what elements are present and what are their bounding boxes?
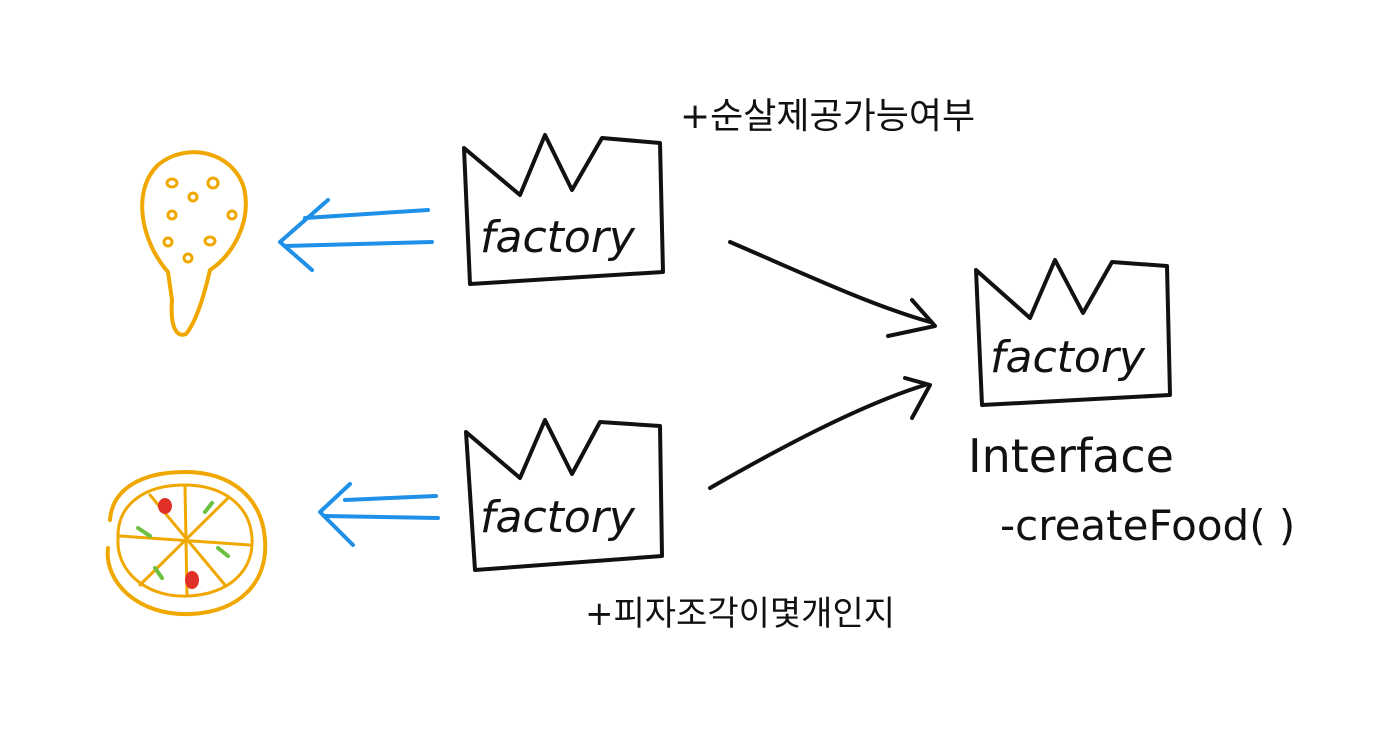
chicken-spot [203,235,217,247]
chicken-spot [226,209,238,221]
factory-icon [462,133,665,286]
pizza-topping-green [136,526,152,538]
pizza-topping-red [185,571,199,589]
factory-label: factory [990,332,1146,383]
pizza-icon [105,470,268,617]
factory-top: factory [462,133,665,286]
arrow-shaft [303,208,430,220]
factory-bottom: factory [464,418,664,572]
chicken-outline [140,150,248,337]
arrow-top-to-interface [728,240,937,338]
pizza-topping-green [203,501,214,514]
chicken-spot [165,177,179,189]
arrow-top-to-chicken [278,198,434,272]
arrow-bottom-to-pizza [318,482,440,547]
pizza-crust-inner [116,483,254,598]
pizza-cut [118,534,252,547]
pizza-topping-green [216,546,230,558]
factory-label: factory [480,212,636,263]
arrow-bottom-to-interface [708,376,932,490]
chicken-spot [166,209,178,221]
arrow-head [886,298,937,338]
factory-interface: factory [974,258,1172,407]
arrow-shaft [708,383,927,490]
factory-icon [974,258,1172,407]
chicken-spot [182,252,194,264]
factory-label: factory [480,492,636,543]
pizza-topping-red [158,498,172,514]
arrow-shaft [283,240,434,248]
chicken-spot [206,176,220,190]
interface-method: -createFood( ) [1000,501,1295,550]
chicken-spot [187,191,199,203]
interface-caption: Interface [968,429,1174,483]
pizza-topping-green [153,566,164,580]
factory-bottom-note: +피자조각이몇개인지 [585,594,895,634]
arrow-head [318,482,355,547]
arrow-shaft [323,514,440,520]
pizza-crust-outer [105,470,268,617]
chicken-drumstick-icon [140,150,248,337]
chicken-spot [162,236,174,248]
factory-icon [464,418,664,572]
factory-top-note: +순살제공가능여부 [680,96,975,137]
arrow-head [278,198,330,272]
arrow-head [903,376,932,420]
arrow-shaft [728,240,932,324]
arrow-shaft [343,494,438,502]
